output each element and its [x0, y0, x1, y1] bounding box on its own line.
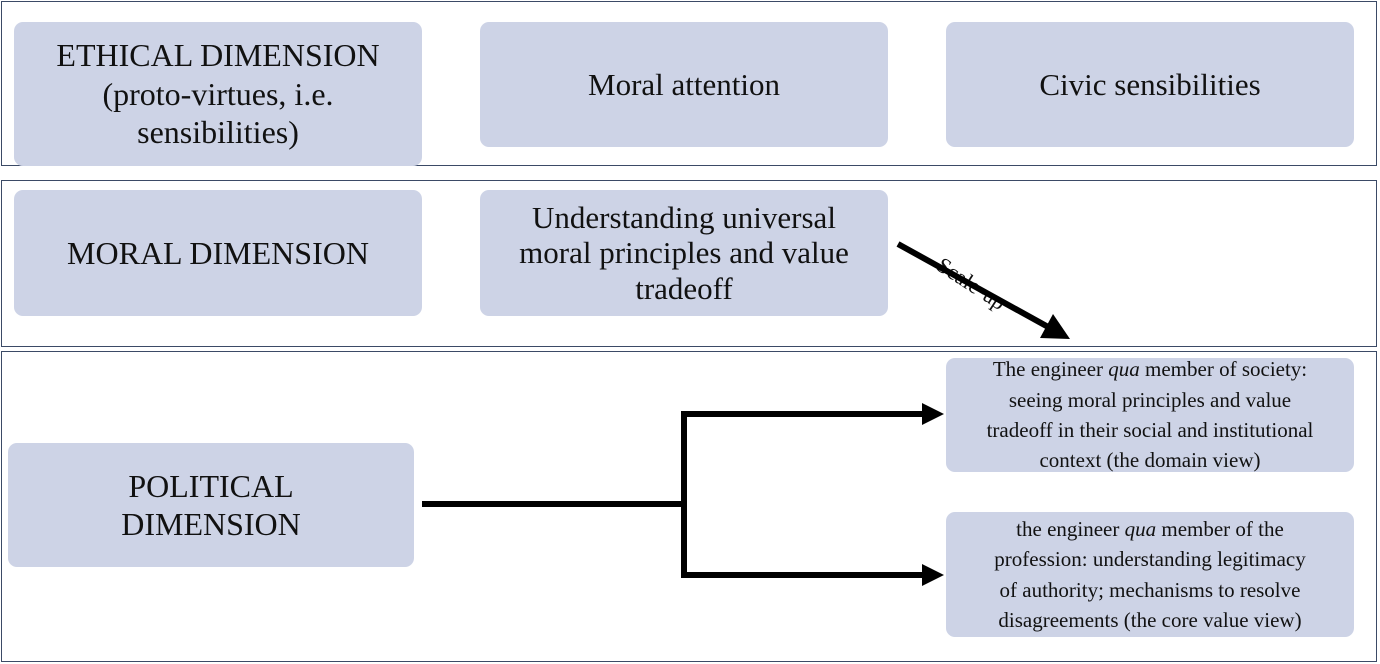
- universal-principles-box: Understanding universal moral principles…: [480, 190, 888, 316]
- profession-view-line-4: disagreements (the core value view): [998, 607, 1302, 632]
- society-view-box: The engineer qua member of society: seei…: [946, 357, 1354, 473]
- moral-attention-box: Moral attention: [480, 22, 888, 147]
- profession-view-line-3: of authority; mechanisms to resolve: [999, 577, 1301, 602]
- moral-dimension-box: MORAL DIMENSION: [14, 190, 422, 316]
- ethical-dimension-line-2: (proto-virtues, i.e.: [102, 75, 334, 112]
- political-band: [1, 351, 1377, 662]
- society-view-post: member of society:: [1139, 357, 1308, 382]
- universal-principles-line-3: tradeoff: [635, 270, 733, 306]
- civic-sensibilities-label: Civic sensibilities: [1039, 66, 1261, 102]
- universal-principles-line-2: moral principles and value: [519, 235, 849, 271]
- ethical-dimension-box: ETHICAL DIMENSION (proto-virtues, i.e. s…: [14, 22, 422, 166]
- society-view-line-4: context (the domain view): [1039, 448, 1261, 473]
- moral-dimension-label: MORAL DIMENSION: [67, 234, 369, 271]
- society-view-pre: The engineer: [992, 357, 1109, 382]
- scale-up-arrowhead: [1040, 314, 1070, 339]
- profession-view-post: member of the: [1156, 516, 1284, 541]
- profession-view-qua: qua: [1124, 516, 1157, 541]
- civic-sensibilities-box: Civic sensibilities: [946, 22, 1354, 147]
- society-view-line-1: The engineer qua member of society:: [987, 354, 1314, 384]
- profession-view-box: the engineer qua member of the professio…: [946, 512, 1354, 637]
- society-branch-arrowhead: [922, 403, 944, 425]
- universal-principles-line-1: Understanding universal: [532, 199, 836, 235]
- profession-view-line-1: the engineer qua member of the: [994, 514, 1305, 544]
- society-view-line-3: tradeoff in their social and institution…: [986, 418, 1314, 442]
- scale-up-arrow: [896, 241, 1052, 331]
- moral-attention-label: Moral attention: [588, 66, 780, 102]
- political-dimension-line-2: DIMENSION: [121, 506, 301, 542]
- society-view-line-2: seeing moral principles and value: [1008, 387, 1292, 412]
- moral-band: [1, 180, 1377, 347]
- society-view-qua: qua: [1108, 357, 1140, 382]
- political-dimension-line-1: POLITICAL: [128, 467, 294, 504]
- ethical-band: [1, 1, 1377, 166]
- profession-view-line-2: profession: understanding legitimacy: [994, 547, 1306, 572]
- political-dimension-box: POLITICAL DIMENSION: [8, 443, 414, 567]
- ethical-dimension-line-3: sensibilities): [137, 114, 299, 151]
- profession-branch-arrowhead: [922, 564, 944, 586]
- ethical-dimension-line-1: ETHICAL DIMENSION: [56, 37, 380, 74]
- profession-view-pre: the engineer: [1016, 516, 1125, 541]
